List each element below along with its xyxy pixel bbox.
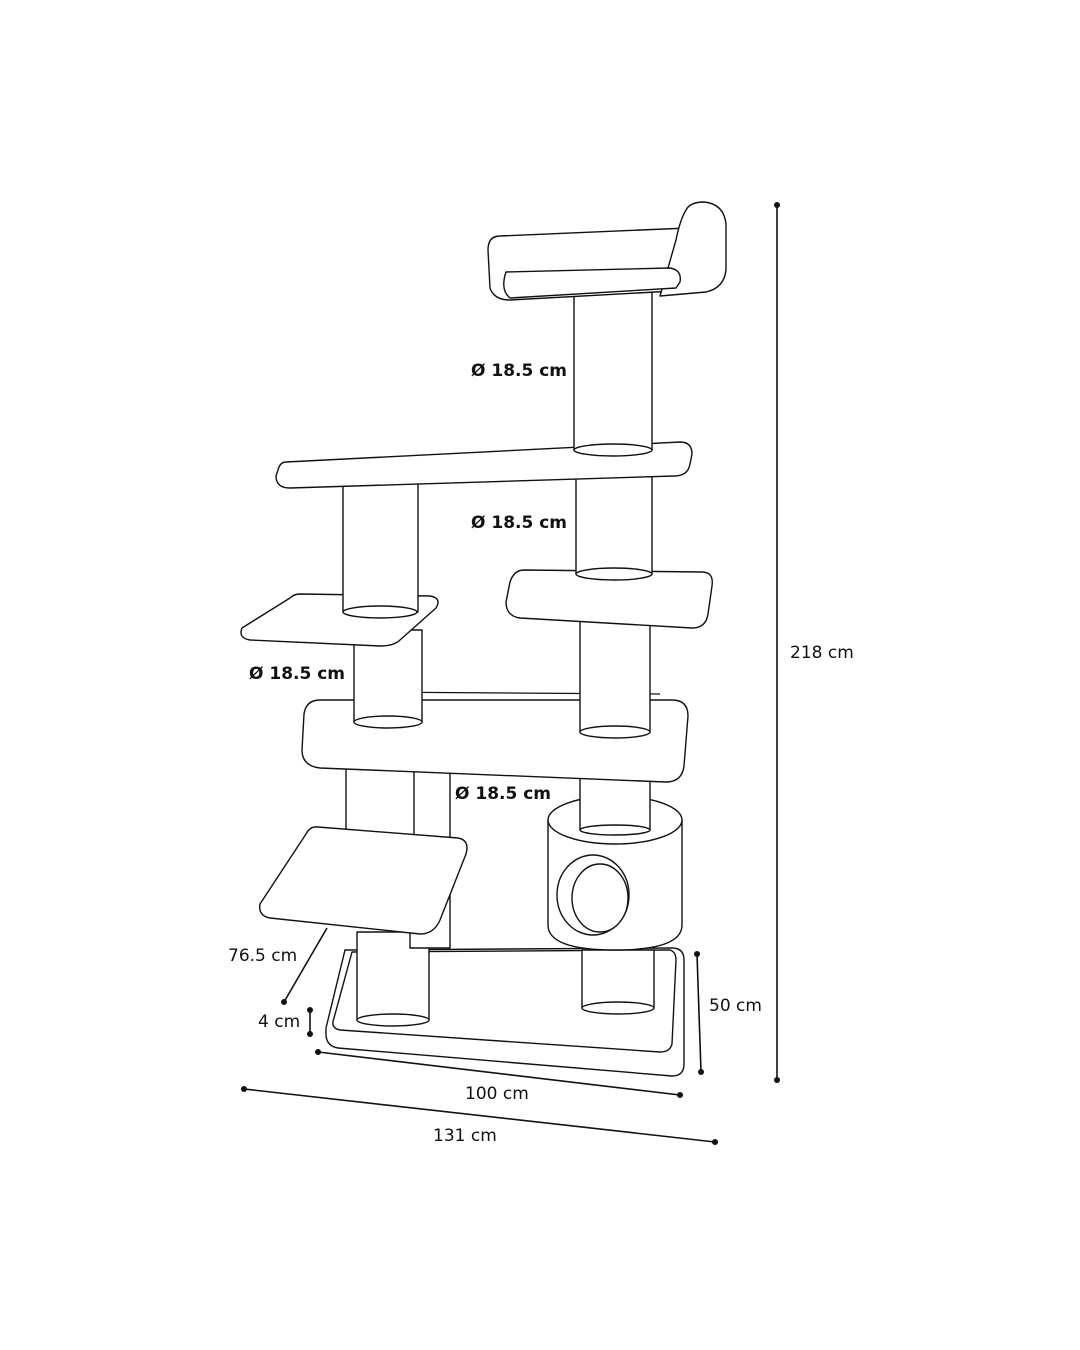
post-base-right [581, 949, 655, 1009]
top-bed [487, 201, 727, 301]
post-diameter-label-upper: Ø 18.5 cm [471, 513, 568, 533]
base-depth-label: 76.5 cm [228, 946, 298, 966]
base-thickness-label: 4 cm [258, 1012, 301, 1032]
base-height-label: 50 cm [709, 996, 762, 1016]
post-top [573, 287, 653, 451]
total-width-label: 131 cm [433, 1126, 497, 1146]
post-middle-right [579, 619, 651, 733]
platform-right-small [505, 569, 713, 629]
post-upper-right [575, 469, 653, 575]
dimension-base-width [315, 1049, 683, 1098]
dimension-base-thickness [307, 1007, 313, 1037]
dimension-base-height [694, 951, 704, 1075]
post-diameter-label-middle: Ø 18.5 cm [455, 784, 552, 804]
total-height-label: 218 cm [790, 643, 854, 663]
post-upper-left [342, 479, 419, 613]
platform-lower-step [259, 826, 468, 935]
dimension-total-height [774, 202, 780, 1083]
post-diameter-label-left: Ø 18.5 cm [249, 664, 346, 684]
base-width-label: 100 cm [465, 1084, 529, 1104]
dimension-total-width [241, 1086, 718, 1145]
dimension-base-depth [281, 927, 328, 1005]
post-diameter-label-top: Ø 18.5 cm [471, 361, 568, 381]
